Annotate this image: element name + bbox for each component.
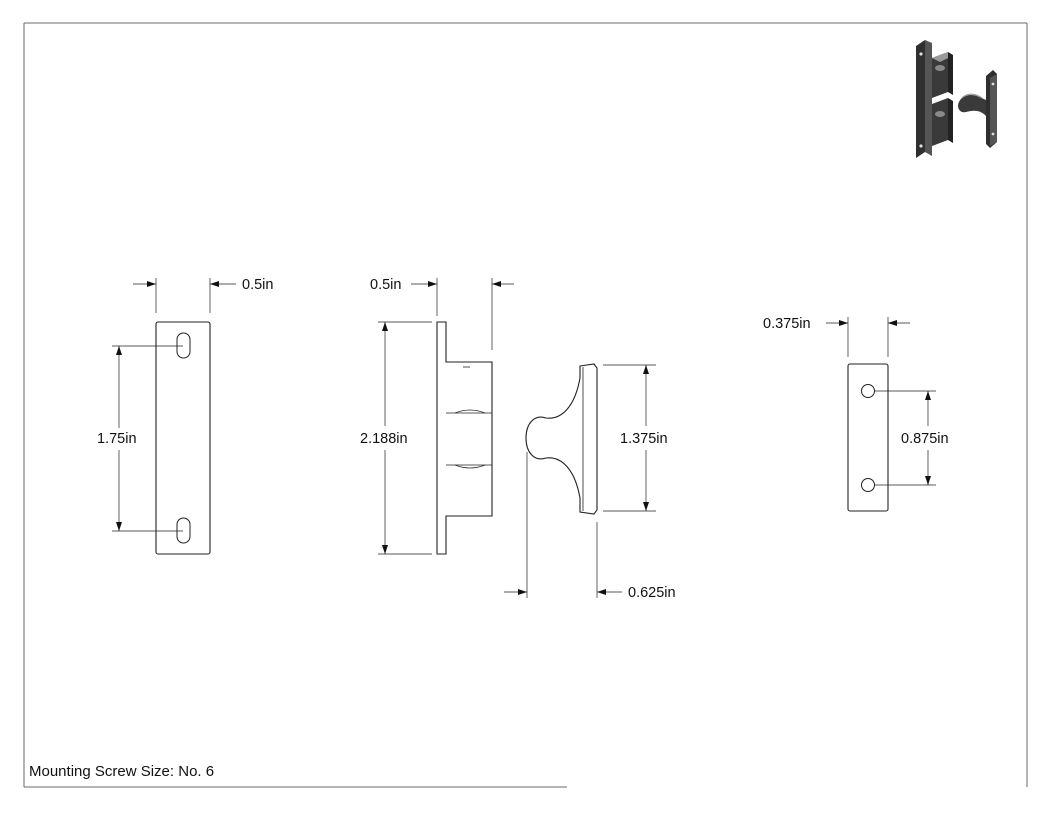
strike-plate-view: 0.5in 1.75in (97, 277, 273, 555)
round-hole-top (861, 384, 875, 398)
catch-strike-view: 1.375in 0.625in (504, 363, 676, 601)
slot-hole-bottom (176, 517, 191, 544)
catch-strike-width-label: 0.625in (628, 585, 676, 601)
catch-body-view: 0.5in 2.188in (360, 277, 514, 555)
strike-plate-width-label: 0.5in (242, 277, 273, 293)
round-hole-bottom (861, 478, 875, 492)
catch-body-height-label: 2.188in (360, 431, 408, 447)
mounting-screw-note: Mounting Screw Size: No. 6 (29, 763, 214, 780)
catch-body-width-label: 0.5in (370, 277, 401, 293)
slot-hole-top (176, 332, 191, 359)
isometric-thumbnail (916, 40, 997, 158)
small-plate-height-label: 0.875in (901, 431, 949, 447)
catch-strike-height-label: 1.375in (620, 431, 668, 447)
small-plate-width-label: 0.375in (763, 316, 811, 332)
small-plate-view: 0.375in 0.875in (763, 316, 949, 512)
sheet-frame (23, 22, 1028, 788)
strike-plate-height-label: 1.75in (97, 431, 137, 447)
